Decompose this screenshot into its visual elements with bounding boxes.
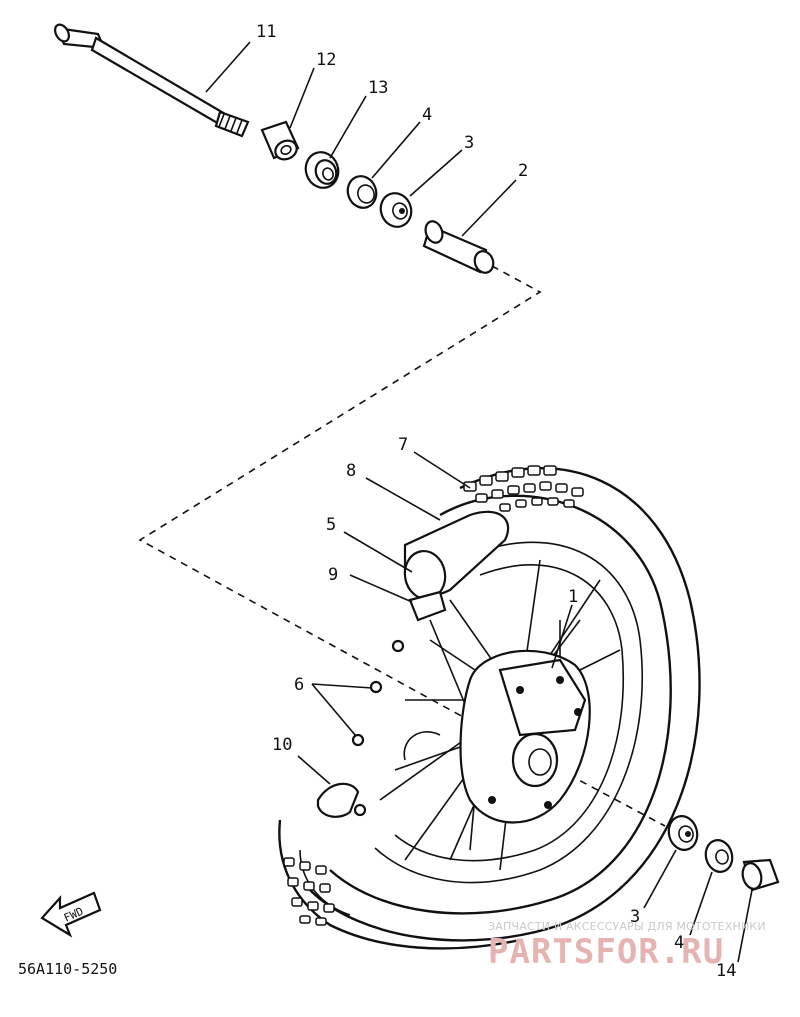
tread-knobs-top bbox=[463, 465, 584, 512]
tread-knobs-bottom bbox=[283, 857, 335, 926]
bearing-upper-part bbox=[346, 175, 378, 209]
callout-4-lower: 4 bbox=[674, 933, 684, 953]
spacer-upper-part bbox=[379, 192, 413, 228]
wheel-assembly bbox=[278, 465, 701, 950]
spacer-part bbox=[422, 220, 495, 274]
callout-10: 10 bbox=[272, 735, 292, 755]
diagram-code: 56A110-5250 bbox=[18, 960, 118, 978]
callout-3-upper: 3 bbox=[464, 133, 474, 153]
axis-centerline bbox=[138, 265, 666, 827]
callout-14: 14 bbox=[716, 961, 736, 981]
callout-11: 11 bbox=[256, 22, 276, 42]
spoke-nipples bbox=[351, 639, 405, 747]
callout-labels: 11 12 13 4 3 2 7 8 5 9 1 6 10 3 4 14 bbox=[256, 22, 736, 981]
callout-8: 8 bbox=[346, 461, 356, 481]
watermark-logo: PARTSFOR.RU bbox=[488, 932, 725, 972]
callout-9: 9 bbox=[328, 565, 338, 585]
callout-4-upper: 4 bbox=[422, 105, 432, 125]
collar-lower-part bbox=[741, 858, 780, 892]
rim-band-part bbox=[403, 510, 510, 622]
fwd-arrow-icon: FWD bbox=[40, 891, 102, 938]
leader-lines-upper bbox=[205, 41, 517, 237]
watermark-tagline: ЗАПЧАСТИ И АКСЕССУАРЫ ДЛЯ МОТОТЕХНИКИ bbox=[488, 920, 766, 933]
collar-part bbox=[260, 120, 300, 161]
callout-6: 6 bbox=[294, 675, 304, 695]
bearing-lower-3-part bbox=[667, 815, 699, 851]
valve-nut-part bbox=[316, 782, 367, 818]
bearing-lower-4-part bbox=[704, 839, 734, 873]
hub bbox=[403, 649, 591, 824]
axle-part bbox=[54, 23, 250, 138]
callout-12: 12 bbox=[316, 50, 336, 70]
callout-1: 1 bbox=[568, 587, 578, 607]
callout-2: 2 bbox=[518, 161, 528, 181]
callout-5: 5 bbox=[326, 515, 336, 535]
callout-7: 7 bbox=[398, 435, 408, 455]
callout-3-lower: 3 bbox=[630, 907, 640, 927]
leader-lines-lower bbox=[297, 451, 753, 963]
callout-13: 13 bbox=[368, 78, 388, 98]
oil-seal-part bbox=[304, 151, 340, 189]
